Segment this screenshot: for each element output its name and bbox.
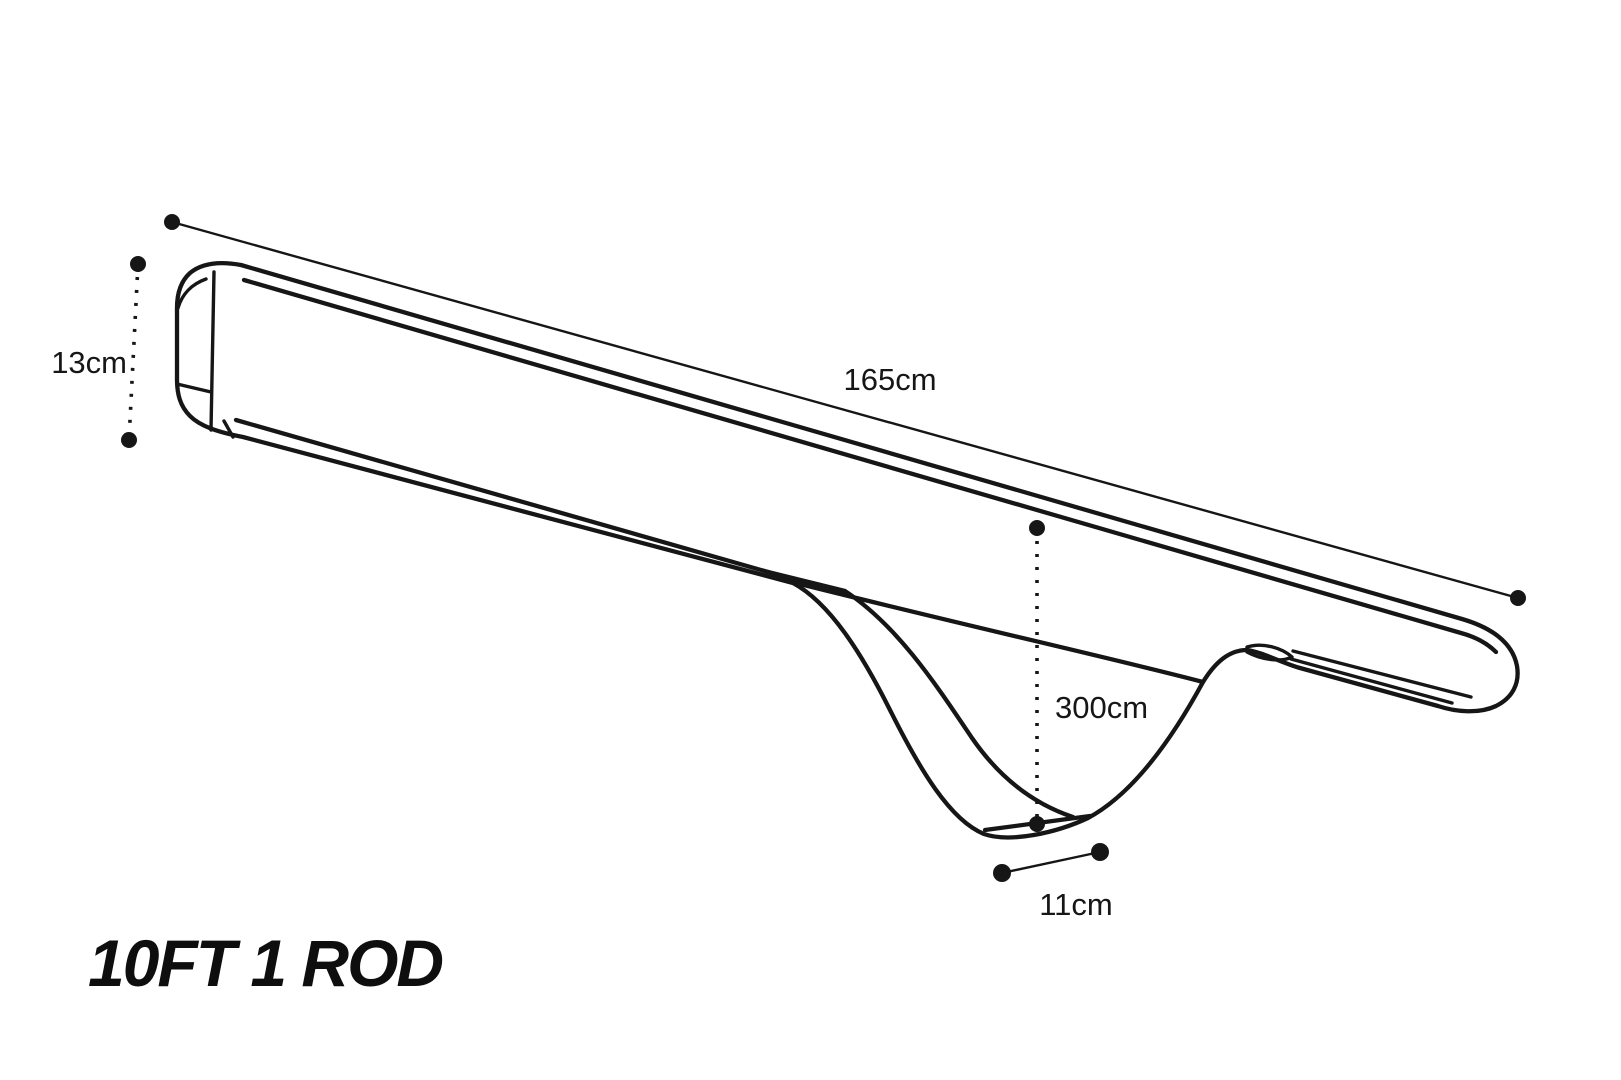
cap-and-fold-details <box>175 270 1473 705</box>
length-dimension-line <box>171 220 1519 600</box>
drop-dimension-dot-bottom <box>1029 816 1045 832</box>
pouch-back-edge <box>765 569 1076 820</box>
end-height-dimension-dot-top <box>130 256 146 272</box>
hump-fold-sliver <box>1245 643 1294 662</box>
drop-dimension-dot-top <box>1029 520 1045 536</box>
bag-silhouette <box>174 260 1520 840</box>
length-dimension-dot-end <box>1510 590 1526 606</box>
pouch-base-dimension: 11cm <box>993 843 1113 922</box>
top-front-crease <box>241 277 1499 655</box>
end-cap-inner-edge <box>209 270 216 432</box>
drop-dimension: 300cm <box>1029 520 1148 832</box>
drop-dimension-label: 300cm <box>1055 690 1148 725</box>
end-height-dimension-label: 13cm <box>51 345 127 380</box>
diagram-title: 10FT 1 ROD <box>88 926 442 1000</box>
end-cap-bottom-corner-crease <box>175 382 213 394</box>
right-bottom-crease-upper <box>1291 649 1473 699</box>
pouch-base-dimension-line <box>1001 850 1101 875</box>
end-cap-top-corner-crease <box>176 277 208 310</box>
length-dimension-dot-start <box>164 214 180 230</box>
end-height-dimension-line <box>127 263 140 441</box>
cap-bottom-tick <box>222 419 235 439</box>
bottom-edge-behind-pouch <box>777 576 1206 685</box>
pouch-base-dimension-label: 11cm <box>1039 887 1113 922</box>
length-dimension: 165cm <box>164 214 1526 606</box>
pouch-base-dimension-dot-left <box>993 864 1011 882</box>
rod-bag-outline <box>174 260 1520 840</box>
bottom-pair-tick <box>766 570 794 585</box>
end-height-dimension: 13cm <box>51 256 146 448</box>
end-height-dimension-dot-bottom <box>121 432 137 448</box>
right-bottom-crease-lower <box>1289 657 1454 705</box>
length-dimension-label: 165cm <box>843 362 936 397</box>
bottom-crease <box>233 417 771 575</box>
pouch-base-dimension-dot-right <box>1091 843 1109 861</box>
